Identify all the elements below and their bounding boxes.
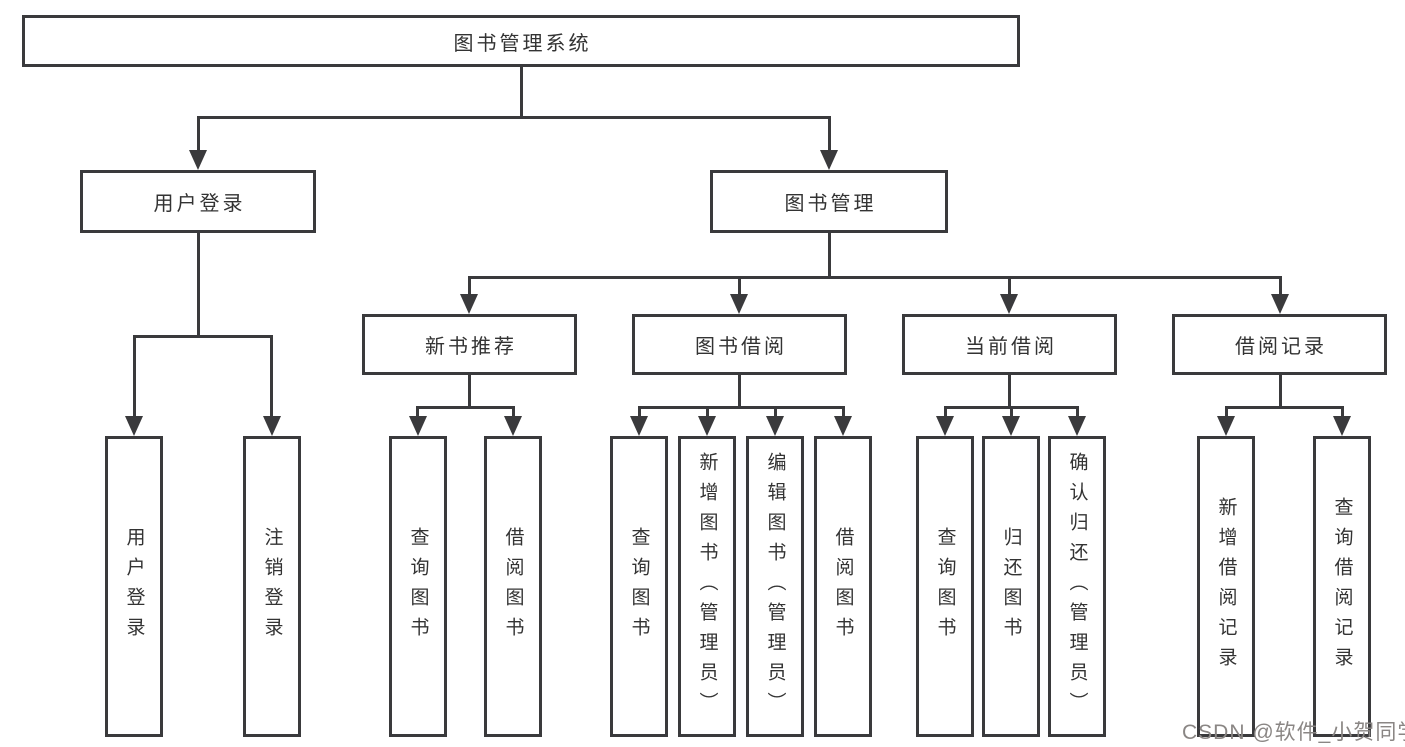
node-label: 图书借阅: [695, 336, 787, 358]
connector-drop: [738, 276, 741, 298]
leaf-query-books-borrowing: 查询图书: [610, 436, 668, 737]
connector-drop: [842, 406, 845, 420]
node-book-management: 图书管理: [710, 170, 948, 233]
arrow-down-icon: [460, 294, 478, 314]
arrow-down-icon: [125, 416, 143, 436]
connector-stem: [1279, 375, 1282, 408]
node-label: 用户登录: [153, 193, 246, 215]
node-current-borrowing: 当前借阅: [902, 314, 1117, 375]
csdn-watermark: CSDN @软件_小贺同学: [1182, 721, 1405, 744]
connector-bar: [1225, 406, 1344, 409]
arrow-down-icon: [936, 416, 954, 436]
connector-drop: [774, 406, 777, 420]
node-label: 归还图书: [1000, 526, 1022, 647]
node-borrowing-records: 借阅记录: [1172, 314, 1387, 375]
connector-stem: [468, 375, 471, 408]
arrow-down-icon: [1333, 416, 1351, 436]
node-label: 新增图书（管理员）: [696, 451, 718, 722]
arrow-down-icon: [820, 150, 838, 170]
connector-root-bar: [197, 116, 831, 119]
leaf-add-borrow-record: 新增借阅记录: [1197, 436, 1255, 737]
node-library-system: 图书管理系统: [22, 15, 1020, 67]
node-label: 新书推荐: [425, 336, 517, 358]
connector-root-stem: [520, 65, 523, 118]
connector-drop: [468, 276, 471, 298]
node-label: 借阅图书: [502, 526, 524, 647]
arrow-down-icon: [504, 416, 522, 436]
node-label: 查询图书: [407, 526, 429, 647]
node-label: 借阅记录: [1235, 336, 1327, 358]
connector-user-bar: [133, 335, 273, 338]
node-label: 图书管理系统: [453, 32, 592, 55]
leaf-edit-books-admin: 编辑图书（管理员）: [746, 436, 804, 737]
connector-drop: [1225, 406, 1228, 420]
connector-mgmt-bar: [468, 276, 1282, 279]
connector-drop: [1341, 406, 1344, 420]
arrow-down-icon: [1271, 294, 1289, 314]
node-label: 用户登录: [123, 526, 145, 647]
leaf-query-books-recommend: 查询图书: [389, 436, 447, 737]
connector-stem: [1008, 375, 1011, 408]
node-user-login: 用户登录: [80, 170, 316, 233]
connector-drop: [1010, 406, 1013, 420]
arrow-down-icon: [834, 416, 852, 436]
node-label: 当前借阅: [965, 336, 1057, 358]
arrow-down-icon: [766, 416, 784, 436]
node-label: 编辑图书（管理员）: [764, 451, 786, 722]
arrow-down-icon: [1000, 294, 1018, 314]
connector-user-stem: [197, 233, 200, 337]
arrow-down-icon: [730, 294, 748, 314]
leaf-query-borrow-record: 查询借阅记录: [1313, 436, 1371, 737]
connector-drop: [133, 335, 136, 419]
node-label: 查询借阅记录: [1331, 496, 1353, 677]
leaf-borrow-books: 借阅图书: [814, 436, 872, 737]
connector-bar: [638, 406, 845, 409]
connector-mgmt-stem: [828, 233, 831, 278]
leaf-confirm-return-admin: 确认归还（管理员）: [1048, 436, 1106, 737]
arrow-down-icon: [1002, 416, 1020, 436]
connector-drop: [706, 406, 709, 420]
arrow-down-icon: [1217, 416, 1235, 436]
connector-drop: [944, 406, 947, 420]
leaf-logout: 注销登录: [243, 436, 301, 737]
arrow-down-icon: [189, 150, 207, 170]
arrow-down-icon: [630, 416, 648, 436]
arrow-down-icon: [263, 416, 281, 436]
connector-drop-book-mgmt: [828, 116, 831, 154]
node-book-borrowing: 图书借阅: [632, 314, 847, 375]
connector-drop: [270, 335, 273, 419]
leaf-add-books-admin: 新增图书（管理员）: [678, 436, 736, 737]
node-label: 图书管理: [784, 193, 877, 215]
node-label: 确认归还（管理员）: [1066, 451, 1088, 722]
connector-drop: [416, 406, 419, 420]
arrow-down-icon: [1068, 416, 1086, 436]
connector-drop: [1008, 276, 1011, 298]
node-label: 注销登录: [261, 526, 283, 647]
connector-stem: [738, 375, 741, 408]
leaf-borrow-books-recommend: 借阅图书: [484, 436, 542, 737]
node-label: 借阅图书: [832, 526, 854, 647]
node-label: 查询图书: [934, 526, 956, 647]
arrow-down-icon: [698, 416, 716, 436]
node-label: 新增借阅记录: [1215, 496, 1237, 677]
connector-drop: [1076, 406, 1079, 420]
connector-drop: [638, 406, 641, 420]
connector-drop-user-login: [197, 116, 200, 154]
node-label: 查询图书: [628, 526, 650, 647]
connector-drop: [1279, 276, 1282, 298]
leaf-return-books: 归还图书: [982, 436, 1040, 737]
node-new-book-recommend: 新书推荐: [362, 314, 577, 375]
leaf-query-books-current: 查询图书: [916, 436, 974, 737]
leaf-user-login: 用户登录: [105, 436, 163, 737]
connector-drop: [512, 406, 515, 420]
connector-bar: [416, 406, 515, 409]
arrow-down-icon: [409, 416, 427, 436]
